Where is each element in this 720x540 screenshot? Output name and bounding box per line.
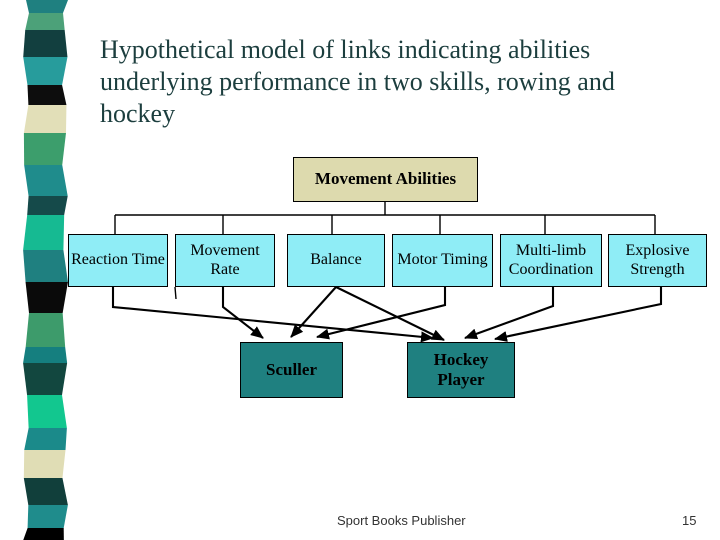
title-line-3: hockey bbox=[100, 99, 176, 128]
strip-block bbox=[23, 528, 64, 540]
strip-block bbox=[23, 250, 68, 282]
box-multilimb-coordination-label: Multi-limb Coordination bbox=[508, 241, 594, 278]
box-multilimb-coordination: Multi-limb Coordination bbox=[500, 234, 602, 287]
strip-block bbox=[23, 105, 67, 133]
box-balance-label: Balance bbox=[310, 251, 362, 269]
box-sculler-label: Sculler bbox=[266, 359, 317, 379]
box-motor-timing: Motor Timing bbox=[392, 234, 493, 287]
link-motor_timing-sculler bbox=[316, 287, 447, 340]
link-movement_rate-sculler bbox=[221, 287, 264, 339]
box-movement-rate-label: Movement Rate bbox=[190, 241, 260, 278]
box-reaction-time: Reaction Time bbox=[68, 234, 168, 287]
strip-block bbox=[27, 85, 67, 105]
strip-block bbox=[25, 13, 65, 30]
strip-block bbox=[27, 505, 68, 528]
box-motor-timing-label: Motor Timing bbox=[397, 251, 488, 269]
strip-block bbox=[23, 347, 68, 363]
box-sculler: Sculler bbox=[240, 342, 343, 398]
box-movement-rate: Movement Rate bbox=[175, 234, 275, 287]
strip-block bbox=[23, 363, 68, 395]
footer-publisher: Sport Books Publisher bbox=[337, 513, 466, 528]
title-line-2: underlying performance in two skills, ro… bbox=[100, 67, 615, 96]
strip-block bbox=[27, 196, 68, 215]
strip-block bbox=[23, 478, 68, 505]
strip-block bbox=[23, 215, 65, 250]
link-multilimb_coordination-hockey_player bbox=[464, 287, 555, 340]
link-balance-hockey_player bbox=[335, 286, 445, 341]
strip-block bbox=[25, 313, 66, 347]
box-movement-abilities-label: Movement Abilities bbox=[314, 169, 457, 189]
strip-block bbox=[27, 395, 67, 428]
link-reaction_time-hockey_player bbox=[111, 287, 434, 343]
box-reaction-time-label: Reaction Time bbox=[71, 251, 165, 269]
strip-block bbox=[24, 428, 67, 450]
box-hockey-player: Hockey Player bbox=[407, 342, 515, 398]
box-movement-abilities: Movement Abilities bbox=[293, 157, 478, 202]
box-explosive-strength: Explosive Strength bbox=[608, 234, 707, 287]
box-balance: Balance bbox=[287, 234, 385, 287]
link-balance-sculler bbox=[290, 286, 337, 338]
page-number: 15 bbox=[682, 513, 697, 528]
strip-block bbox=[25, 282, 68, 313]
box-explosive-strength-label: Explosive Strength bbox=[625, 241, 690, 278]
strip-block bbox=[23, 57, 68, 85]
strip-block bbox=[26, 0, 68, 13]
link-explosive_strength-hockey_player bbox=[494, 287, 663, 342]
strip-block bbox=[23, 30, 68, 57]
strip-block bbox=[23, 133, 66, 165]
title-line-1: Hypothetical model of links indicating a… bbox=[100, 35, 591, 64]
strip-block bbox=[23, 450, 66, 478]
strip-block bbox=[24, 165, 68, 196]
slide-title: Hypothetical model of links indicating a… bbox=[100, 34, 700, 130]
box-hockey-player-label: Hockey Player bbox=[433, 349, 489, 389]
